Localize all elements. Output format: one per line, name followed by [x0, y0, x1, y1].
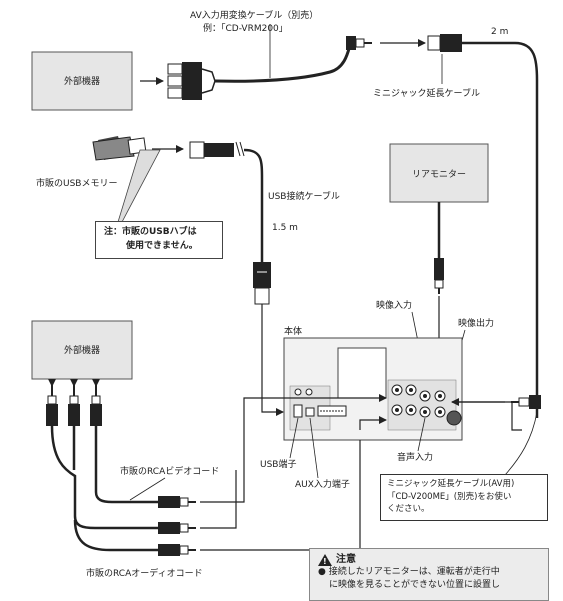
aux-terminal-leader	[309, 417, 319, 479]
caution-title: 注意	[336, 554, 356, 565]
extension-cable-line	[462, 41, 539, 395]
note-pointer	[117, 149, 161, 223]
info-leader	[504, 411, 538, 476]
rear-monitor-rca-plug	[434, 258, 444, 294]
rca-video-cord-line	[94, 426, 158, 504]
arrow-to-usb-port	[261, 304, 284, 416]
audio-in-leader	[417, 417, 426, 452]
rca-video-leader	[129, 477, 166, 501]
arrow-video-to-unit	[200, 394, 387, 503]
usb-memory-label: 市販のUSBメモリー	[36, 177, 117, 189]
usb-terminal-label: USB端子	[260, 458, 296, 470]
arrow-audio-path-b	[200, 440, 361, 551]
rca-video-plug-horizontal	[158, 496, 196, 508]
info-line-3: ください。	[387, 504, 430, 514]
rear-monitor-label: リアモニター	[412, 169, 466, 180]
av-cable-line	[214, 44, 352, 83]
usb-plug-vertical	[253, 262, 271, 305]
rca-audio-plugs-horizontal	[158, 522, 196, 556]
video-out-label: 映像出力	[458, 317, 494, 329]
arrow-audio-path-a	[200, 470, 237, 529]
av-mini-jack-plug	[346, 36, 372, 50]
caution-text-1: 接続したリアモニターは、運転者が走行中	[328, 567, 500, 577]
usb-hub-note: 注：市販のUSBハブは 使用できません。	[95, 221, 223, 259]
av-cable-label-line1: AV入力用変換ケーブル（別売）	[190, 9, 318, 21]
extension-info-box: ミニジャック延長ケーブル(AV用) 「CD-V200ME」(別売)をお使い くだ…	[380, 474, 548, 521]
ext-cable-bend	[452, 401, 522, 431]
warning-icon	[318, 553, 332, 568]
rca-audio-cord-branch	[73, 519, 158, 552]
usb-memory-icon	[92, 136, 147, 161]
av-cable-rca-plugs	[167, 62, 216, 100]
usb-cable-line	[243, 148, 264, 262]
two-m-label: 2 m	[491, 27, 508, 37]
main-unit-mini-jack	[511, 395, 541, 409]
main-unit	[283, 337, 463, 441]
main-unit-label: 本体	[284, 325, 302, 337]
one-five-m-label: 1.5 m	[272, 223, 298, 233]
usb-terminal-leader	[289, 417, 299, 459]
av-cable-label-line2: 例：「CD-VRM200」	[203, 22, 288, 34]
usb-cable-label: USB接続ケーブル	[268, 190, 340, 202]
aux-terminal-label: AUX入力端子	[295, 478, 350, 490]
video-in-label: 映像入力	[376, 299, 412, 311]
arrow-audio-to-unit	[359, 416, 387, 430]
rca-audio-cord-label: 市販のRCAオーディオコード	[86, 567, 203, 579]
external-device-top-box	[31, 51, 133, 111]
extension-socket	[427, 34, 462, 52]
rca-video-cord-label: 市販のRCAビデオコード	[120, 465, 219, 477]
external-rca-plugs	[46, 379, 102, 426]
caution-header: 注意	[318, 553, 540, 568]
info-line-1: ミニジャック延長ケーブル(AV用)	[387, 479, 515, 489]
usb-cable-socket	[189, 141, 245, 159]
audio-in-label: 音声入力	[397, 451, 433, 463]
external-device-bottom-label: 外部機器	[64, 344, 100, 356]
external-device-bottom-box	[31, 320, 133, 380]
info-line-2: 「CD-V200ME」(別売)をお使い	[387, 491, 512, 502]
note-line-1: 注：市販のUSBハブは	[104, 227, 197, 237]
mini-jack-extension-label: ミニジャック延長ケーブル	[373, 87, 480, 99]
caution-line-2: に映像を見ることができない位置に設置し	[329, 580, 501, 590]
caution-box: 注意 ● 接続したリアモニターは、運転者が走行中 に映像を見ることができない位置…	[309, 548, 549, 601]
rca-audio-cord-line	[50, 425, 158, 530]
caution-line-1: ● 接続したリアモニターは、運転者が走行中	[318, 567, 500, 577]
note-line-2: 使用できません。	[126, 241, 198, 251]
rear-monitor-box	[389, 143, 489, 203]
external-device-top-label: 外部機器	[64, 75, 100, 87]
